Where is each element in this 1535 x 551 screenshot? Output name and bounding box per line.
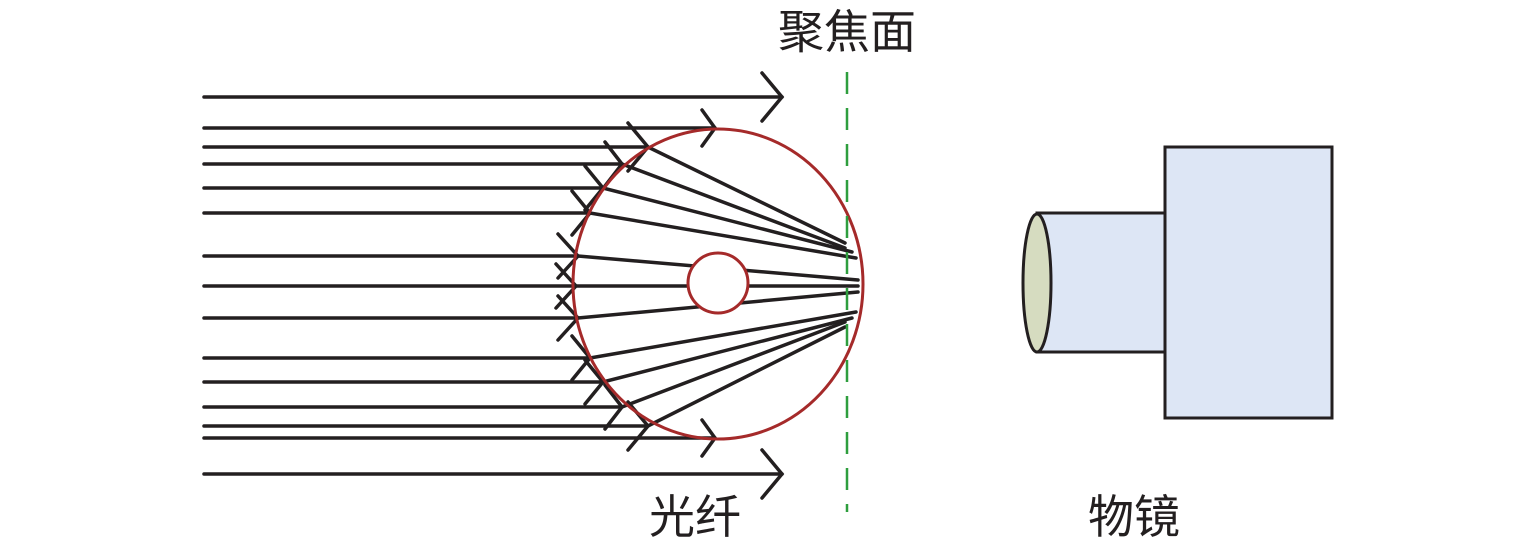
objective-barrel (1035, 211, 1167, 354)
ray-11 (202, 325, 847, 428)
ray-4 (202, 211, 858, 260)
objective-label: 物镜 (1088, 490, 1180, 544)
ray-bottom-pass-arrowhead (760, 448, 785, 500)
ray-2 (202, 162, 847, 250)
objective-front-lens (1021, 212, 1053, 354)
ray-1 (202, 145, 847, 245)
ray-9-arrowhead (583, 358, 606, 406)
ray-5-arrowhead (556, 232, 581, 280)
fiber-label: 光纤 (649, 490, 741, 544)
ray-top-pass-arrowhead (760, 71, 785, 123)
ray-10 (202, 320, 847, 409)
focal-plane-label: 聚焦面 (778, 5, 916, 59)
objective (1021, 145, 1334, 420)
objective-body (1163, 145, 1334, 420)
fiber-core (686, 251, 750, 315)
ray-5 (202, 254, 860, 282)
ray-10-arrowhead (603, 383, 625, 431)
fiber-cladding (571, 127, 865, 441)
ray-7 (202, 290, 860, 320)
